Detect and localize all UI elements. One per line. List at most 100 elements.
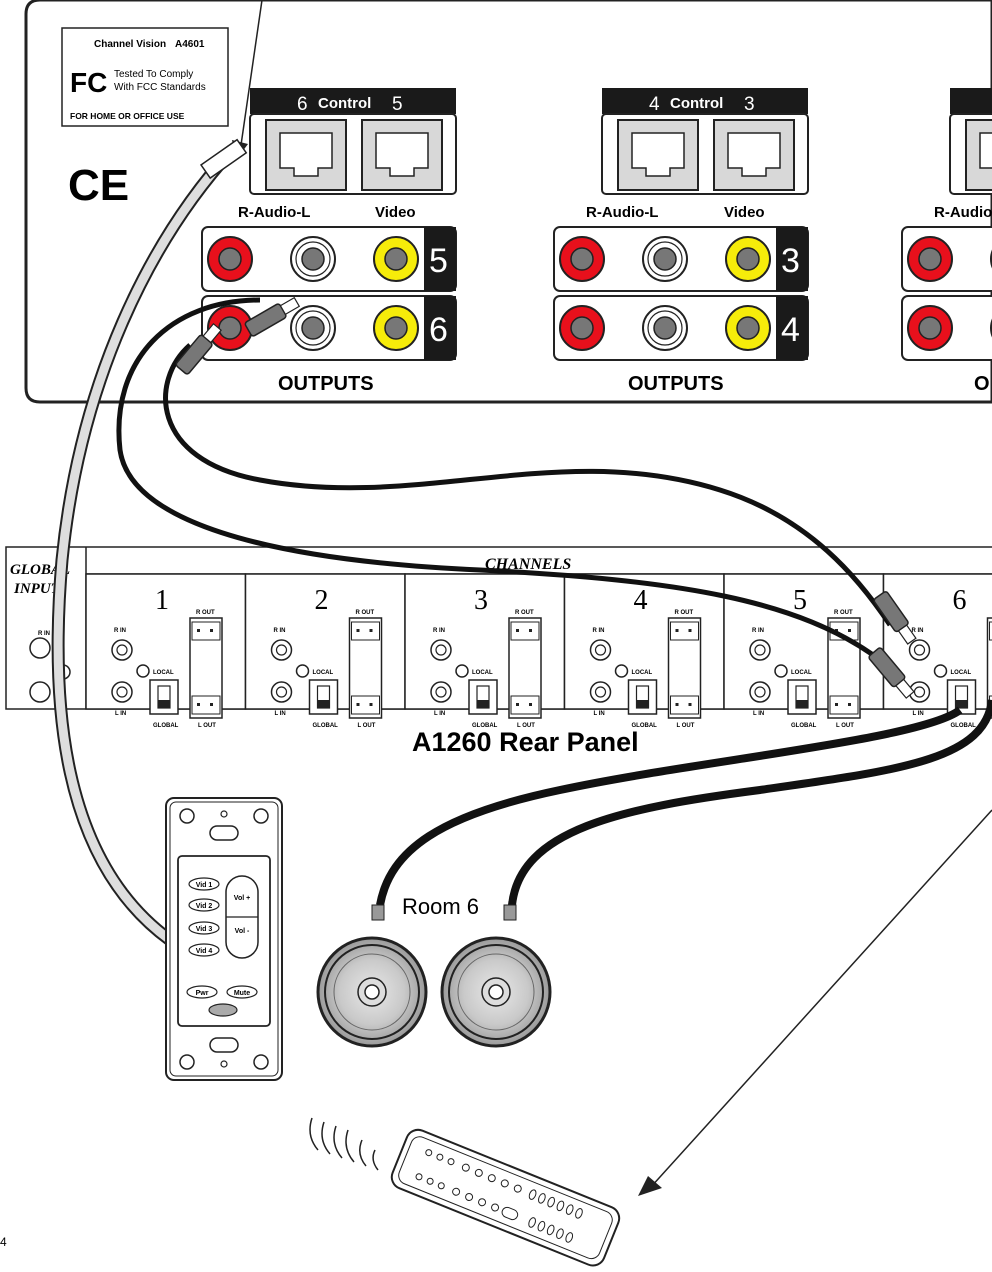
speaker-terminal-block[interactable]: [348, 617, 383, 719]
channel-number: 5: [793, 585, 807, 616]
audio-label: R-Audio-L: [238, 204, 310, 221]
fcc-label-plate: Channel Vision A4601 FC Tested To Comply…: [61, 27, 229, 127]
outputs-label: O: [974, 373, 990, 395]
control-label: Control: [670, 95, 723, 112]
l-in-jack[interactable]: [589, 681, 612, 703]
l-out-label: L OUT: [836, 723, 854, 729]
r-in-jack[interactable]: [908, 639, 931, 661]
home-office-label: FOR HOME OR OFFICE USE: [70, 111, 185, 121]
ir-waves-icon: [309, 1117, 379, 1171]
control-port-5-label: 5: [392, 94, 403, 115]
r-in-jack[interactable]: [749, 639, 771, 661]
local-label: LOCAL: [153, 670, 174, 676]
output-3-label: 3: [781, 242, 800, 280]
r-out-label: R OUT: [515, 610, 534, 616]
vol-up-label: Vol +: [234, 895, 250, 902]
ir-sensor-icon: [208, 1003, 238, 1017]
r-in-jack[interactable]: [111, 639, 133, 661]
speaker-terminal-block[interactable]: [508, 617, 542, 719]
l-out-label: L OUT: [358, 723, 376, 729]
rj45-port[interactable]: [361, 119, 443, 191]
local-global-switch[interactable]: [627, 679, 658, 715]
speaker-terminal-block[interactable]: [827, 617, 861, 719]
audio-label: R-Audio-L: [586, 204, 658, 221]
room-label: Room 6: [402, 894, 479, 919]
global-input-label-2: INPUT: [13, 581, 61, 597]
global-label: GLOBAL: [632, 723, 658, 729]
vid3-label: Vid 3: [196, 926, 213, 933]
vid1-label: Vid 1: [196, 882, 213, 889]
l-in-label: L IN: [753, 711, 764, 717]
channel-number: 4: [634, 585, 648, 616]
channel-number: 1: [155, 585, 169, 616]
fcc-logo: FC: [70, 67, 107, 98]
l-in-label: L IN: [434, 711, 445, 717]
l-out-label: L OUT: [198, 723, 216, 729]
speaker-terminal-block[interactable]: [667, 617, 702, 719]
screw-icon: [933, 664, 948, 678]
rj45-port[interactable]: [713, 119, 795, 191]
vid3-button[interactable]: [188, 921, 220, 935]
output-module-1-2: R-Audio O: [901, 88, 992, 395]
local-global-switch[interactable]: [308, 679, 339, 715]
vid4-label: Vid 4: [196, 948, 213, 955]
channel-number: 6: [953, 585, 967, 616]
l-in-label: L IN: [275, 711, 286, 717]
l-in-jack[interactable]: [270, 681, 293, 703]
r-in-label: R IN: [114, 628, 126, 634]
mute-button[interactable]: [226, 985, 258, 999]
rj45-port[interactable]: [265, 119, 347, 191]
fcc-text-1: Tested To Comply: [114, 69, 193, 80]
control-port-4-label: 4: [649, 94, 660, 115]
r-in-jack[interactable]: [589, 639, 612, 661]
cables: [51, 0, 992, 1189]
r-out-label: R OUT: [356, 610, 375, 616]
global-label: GLOBAL: [791, 723, 817, 729]
screw-icon: [455, 664, 469, 678]
power-button[interactable]: [186, 985, 218, 999]
output-5-label: 5: [429, 242, 448, 280]
audio-label: R-Audio: [934, 204, 992, 221]
r-in-label: R IN: [433, 628, 445, 634]
vol-down-label: Vol -: [235, 928, 250, 935]
output-module-5-6: 6 Control 5 R-Audio-L Video 5 6: [201, 88, 457, 395]
wall-keypad: [165, 797, 283, 1081]
global-label: GLOBAL: [313, 723, 339, 729]
l-in-jack[interactable]: [749, 681, 771, 703]
global-label: GLOBAL: [472, 723, 498, 729]
global-l-in-jack[interactable]: [29, 681, 51, 703]
local-label: LOCAL: [472, 670, 493, 676]
speaker-terminal-block[interactable]: [189, 617, 223, 719]
local-global-switch[interactable]: [787, 679, 817, 715]
local-label: LOCAL: [951, 670, 972, 676]
ce-mark: CE: [68, 161, 129, 210]
r-in-jack[interactable]: [430, 639, 452, 661]
local-global-switch[interactable]: [149, 679, 179, 715]
l-in-jack[interactable]: [430, 681, 452, 703]
l-in-label: L IN: [594, 711, 605, 717]
output-4-label: 4: [781, 311, 800, 349]
r-in-jack[interactable]: [270, 639, 293, 661]
vid1-button[interactable]: [188, 877, 220, 891]
outputs-label: OUTPUTS: [628, 373, 724, 395]
keypad-buttons: Vid 1 Vid 2 Vid 3 Vid 4 Vol + Vol - Pwr …: [186, 875, 259, 1017]
rca-plug-set: [175, 296, 917, 699]
l-in-label: L IN: [115, 711, 126, 717]
global-r-in-jack[interactable]: [29, 637, 51, 659]
vid4-button[interactable]: [188, 943, 220, 957]
vid2-button[interactable]: [188, 898, 220, 912]
local-label: LOCAL: [313, 670, 334, 676]
vid2-label: Vid 2: [196, 903, 213, 910]
rj45-port[interactable]: [617, 119, 699, 191]
l-in-jack[interactable]: [908, 681, 931, 703]
l-in-jack[interactable]: [111, 681, 133, 703]
screw-icon: [614, 664, 629, 678]
channel-number: 3: [474, 585, 488, 616]
local-global-switch[interactable]: [946, 679, 977, 715]
local-global-switch[interactable]: [468, 679, 498, 715]
